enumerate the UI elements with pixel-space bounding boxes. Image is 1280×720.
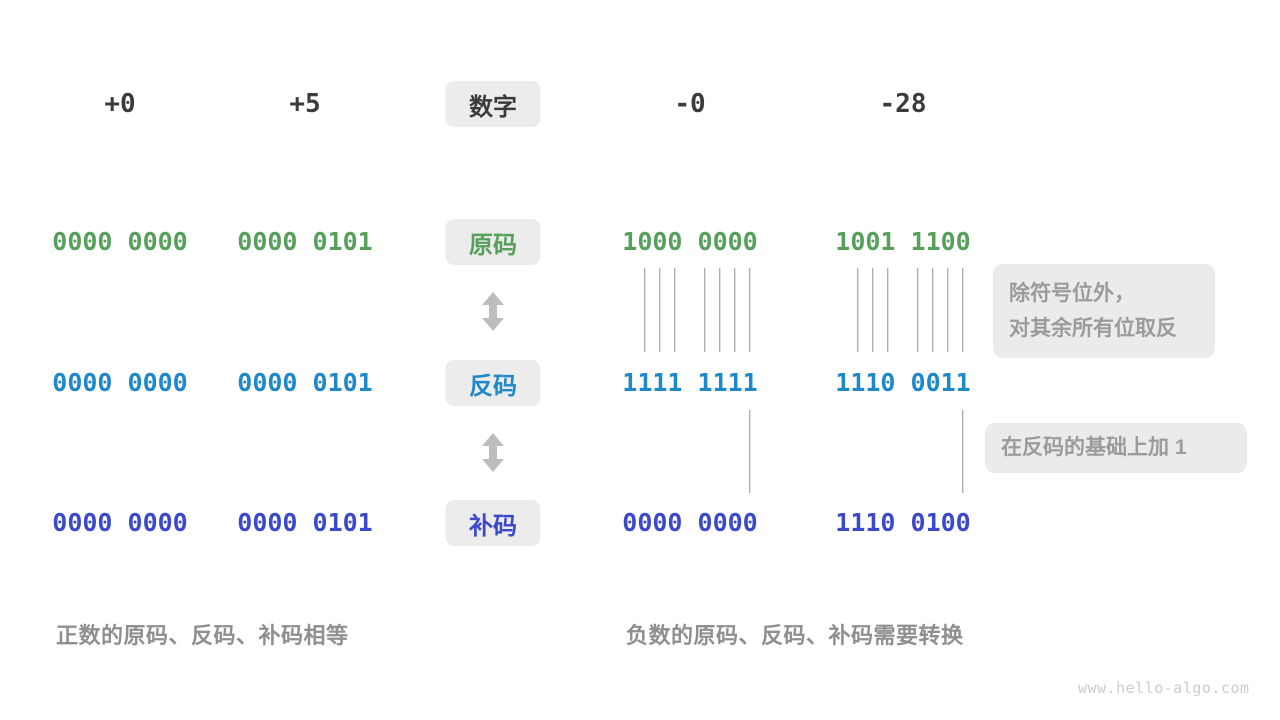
pill-number-text: 数字 <box>469 93 517 121</box>
note-invert-line2: 对其余所有位取反 <box>1009 317 1177 340</box>
ones-code-plus5: 0000 0101 <box>237 368 373 397</box>
arrow-head-down-icon <box>482 318 504 331</box>
sign-code-minus0: 1000 0000 <box>622 227 758 256</box>
pill-number-label: 数字 <box>445 81 541 127</box>
note-add-one-line1: 在反码的基础上加 1 <box>1001 436 1187 459</box>
sign-code-plus5: 0000 0101 <box>237 227 373 256</box>
add-one-line-minus0 <box>622 410 757 493</box>
header-value-plus5: +5 <box>289 89 321 119</box>
invert-bits-lines-minus28 <box>835 268 970 352</box>
watermark-hello-algo: www.hello-algo.com <box>1078 679 1250 697</box>
twos-code-plus5: 0000 0101 <box>237 508 373 537</box>
arrow-head-down-icon <box>482 459 504 472</box>
header-value-minus28: -28 <box>879 89 927 119</box>
ones-code-plus0: 0000 0000 <box>52 368 188 397</box>
caption-negative-numbers: 负数的原码、反码、补码需要转换 <box>626 623 964 648</box>
add-one-line-minus28 <box>835 410 970 493</box>
arrow-stem <box>489 305 497 318</box>
twos-code-minus28: 1110 0100 <box>835 508 971 537</box>
pill-twos-complement-text: 补码 <box>469 512 517 540</box>
ones-code-minus0: 1111 1111 <box>622 368 758 397</box>
sign-code-plus0: 0000 0000 <box>52 227 188 256</box>
pill-sign-magnitude: 原码 <box>445 219 541 265</box>
pill-sign-magnitude-text: 原码 <box>469 231 517 259</box>
arrow-stem <box>489 446 497 459</box>
twos-code-plus0: 0000 0000 <box>52 508 188 537</box>
note-invert-bits: 除符号位外， 对其余所有位取反 <box>993 264 1215 358</box>
twos-code-minus0: 0000 0000 <box>622 508 758 537</box>
invert-bits-lines-minus0 <box>622 268 757 352</box>
pill-ones-complement-text: 反码 <box>469 372 517 400</box>
updown-arrow-sign-to-ones <box>481 292 505 331</box>
ones-code-minus28: 1110 0011 <box>835 368 971 397</box>
header-value-plus0: +0 <box>104 89 136 119</box>
arrow-head-up-icon <box>482 292 504 305</box>
pill-ones-complement: 反码 <box>445 360 541 406</box>
pill-twos-complement: 补码 <box>445 500 541 546</box>
arrow-head-up-icon <box>482 433 504 446</box>
header-value-minus0: -0 <box>674 89 706 119</box>
caption-positive-numbers: 正数的原码、反码、补码相等 <box>56 623 349 648</box>
sign-code-minus28: 1001 1100 <box>835 227 971 256</box>
note-invert-line1: 除符号位外， <box>1009 282 1135 305</box>
updown-arrow-ones-to-twos <box>481 433 505 472</box>
note-add-one: 在反码的基础上加 1 <box>985 423 1247 473</box>
